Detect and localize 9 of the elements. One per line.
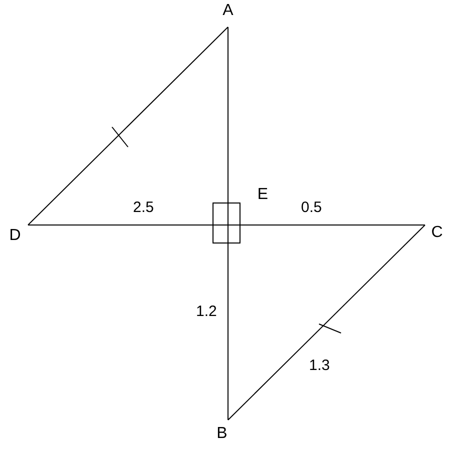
line-segment	[28, 26, 228, 226]
point-label: A	[222, 2, 234, 20]
line-segment	[228, 224, 426, 420]
point-label: C	[431, 224, 443, 242]
point-label: B	[216, 424, 228, 442]
line-segment	[28, 224, 228, 226]
point-label: E	[257, 186, 268, 204]
point-label: D	[9, 227, 21, 245]
line-segment	[228, 224, 426, 226]
